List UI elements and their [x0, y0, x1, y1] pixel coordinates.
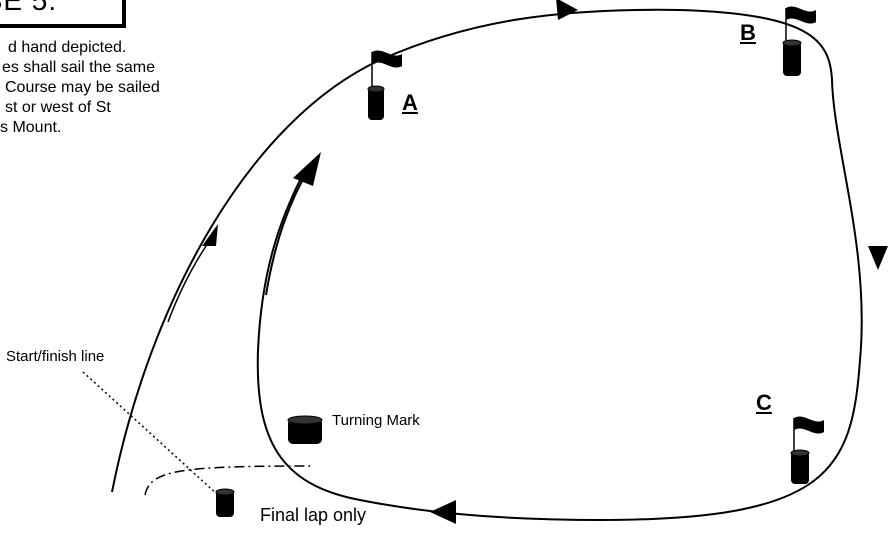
arrow-inner-leg-icon	[293, 152, 321, 186]
mark-c-buoy-icon	[790, 416, 824, 484]
turning-mark-buoy-icon	[287, 415, 323, 444]
note-line: d hand depicted.	[8, 39, 127, 56]
course-title: ASE 5:	[0, 0, 58, 16]
note-line: es shall sail the same	[2, 59, 155, 76]
start-finish-line	[82, 371, 219, 496]
note-line: s Mount.	[0, 119, 62, 136]
course-path-parallel	[265, 164, 312, 296]
note-line: Course may be sailed	[5, 79, 160, 96]
mark-b-buoy-icon	[782, 6, 816, 76]
course-title-box: ASE 5:	[0, 0, 126, 28]
turning-mark-label: Turning Mark	[332, 412, 420, 429]
start-finish-label: Start/finish line	[6, 348, 105, 365]
course-path-parallel-outer	[167, 239, 211, 323]
mark-a-buoy-icon	[367, 50, 402, 120]
arrow-outer-leg-icon	[202, 224, 218, 246]
arrow-top-icon	[556, 0, 578, 20]
mark-b-label: B	[740, 20, 756, 45]
mark-c-label: C	[756, 390, 772, 415]
arrow-bottom-icon	[430, 500, 456, 524]
mark-a-label: A	[402, 90, 418, 115]
final-lap-label: Final lap only	[260, 505, 367, 525]
final-lap-buoy-icon	[215, 488, 235, 517]
note-line: st or west of St	[5, 99, 111, 116]
final-lap-line	[144, 465, 311, 496]
arrow-right-icon	[868, 246, 888, 270]
course-notes: d hand depicted. es shall sail the same …	[0, 38, 260, 138]
